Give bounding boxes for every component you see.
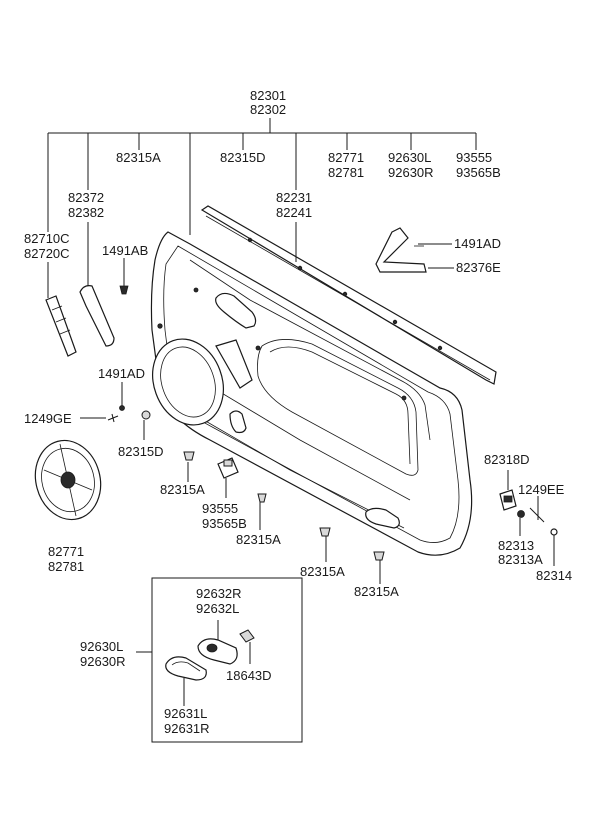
clip-82315d-left — [141, 410, 151, 420]
label-82231: 82231 — [276, 190, 312, 205]
label-82315a-d: 82315A — [354, 584, 399, 599]
label-1249ge: 1249GE — [24, 411, 72, 426]
belt-weatherstrip — [200, 205, 497, 385]
panel-speaker-grille — [152, 338, 224, 426]
label-93565b-top: 93565B — [456, 165, 501, 180]
clip-1491ad-left — [119, 405, 125, 411]
label-1491ad-left: 1491AD — [98, 366, 145, 381]
label-82315d-top: 82315D — [220, 150, 266, 165]
label-1249ee: 1249EE — [518, 482, 565, 497]
label-82315a-c: 82315A — [300, 564, 345, 579]
label-93555-mid: 93555 — [202, 501, 238, 516]
label-92632r: 92632R — [196, 586, 242, 601]
label-82315a-top: 82315A — [116, 150, 161, 165]
label-18643d: 18643D — [226, 668, 272, 683]
leader-lines — [47, 222, 555, 706]
label-93555-top: 93555 — [456, 150, 492, 165]
label-92631r: 92631R — [164, 721, 210, 736]
label-82315d-left: 82315D — [118, 444, 164, 459]
label-1491ab: 1491AB — [102, 243, 148, 258]
callout-tree — [47, 118, 477, 235]
label-82710c: 82710C — [24, 231, 70, 246]
nut-82313 — [517, 510, 525, 518]
screw-1249ge — [107, 413, 119, 423]
label-82781-top: 82781 — [328, 165, 364, 180]
label-82372: 82372 — [68, 190, 104, 205]
label-92630l-top: 92630L — [388, 150, 431, 165]
clip-82315a-d — [373, 551, 385, 561]
label-1491ad-right: 1491AD — [454, 236, 501, 251]
label-82318d: 82318D — [484, 452, 530, 467]
label-92630r-top: 92630R — [388, 165, 434, 180]
label-root-a: 82301 — [250, 88, 286, 103]
cap-82314 — [550, 528, 558, 536]
switch-82318d — [499, 489, 517, 511]
switch-93555 — [217, 457, 239, 479]
clip-82315a-a — [183, 451, 195, 461]
garnish-82372 — [79, 285, 115, 347]
label-82720c: 82720C — [24, 246, 70, 261]
label-root-b: 82302 — [250, 102, 286, 117]
clip-1491ab — [119, 285, 129, 295]
label-82771-top: 82771 — [328, 150, 364, 165]
speaker-82771 — [34, 439, 102, 521]
label-82771-bot: 82771 — [48, 544, 84, 559]
label-82313a: 82313A — [498, 552, 543, 567]
screw-1249ee — [529, 507, 545, 523]
clip-82315a-c — [319, 527, 331, 537]
label-82315a-b: 82315A — [236, 532, 281, 547]
label-92630r-box: 92630R — [80, 654, 126, 669]
label-93565b-mid: 93565B — [202, 516, 247, 531]
label-82382: 82382 — [68, 205, 104, 220]
label-82314: 82314 — [536, 568, 572, 583]
door-trim-panel — [150, 231, 473, 556]
label-92632l: 92632L — [196, 601, 239, 616]
label-82781-bot: 82781 — [48, 559, 84, 574]
label-82313: 82313 — [498, 538, 534, 553]
label-92630l-box: 92630L — [80, 639, 123, 654]
label-82241: 82241 — [276, 205, 312, 220]
clip-82315a-b — [257, 493, 267, 503]
part-labels: 82301 82302 82315A 82315D 82771 82781 92… — [24, 88, 572, 736]
label-82315a-a: 82315A — [160, 482, 205, 497]
label-92631l: 92631L — [164, 706, 207, 721]
label-82376e: 82376E — [456, 260, 501, 275]
mirror-cover-82710c — [45, 295, 77, 357]
inset-box — [151, 577, 303, 743]
bracket-82376e — [375, 227, 427, 273]
